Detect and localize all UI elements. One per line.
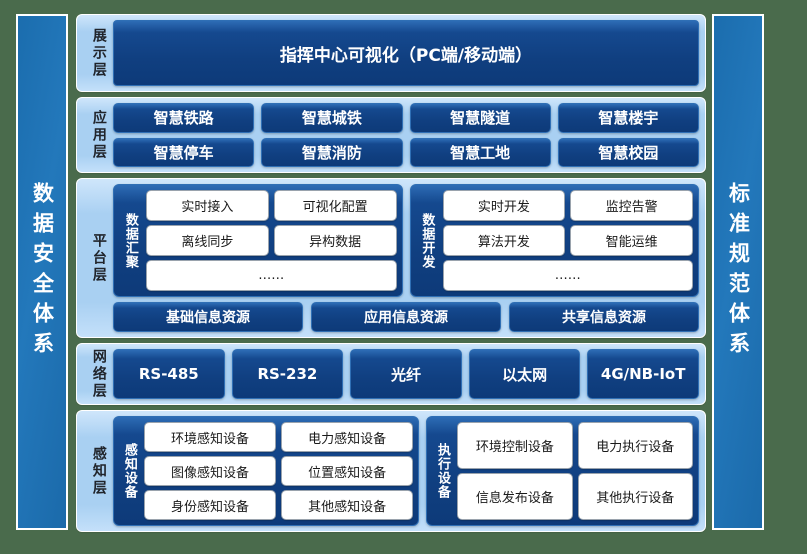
network-item-rs232[interactable]: RS-232 bbox=[231, 349, 344, 399]
development-item-monitoring-alarm[interactable]: 监控告警 bbox=[570, 190, 693, 221]
aggregation-item-realtime-access[interactable]: 实时接入 bbox=[146, 190, 269, 221]
layer-presentation-body: 指挥中心可视化（PC端/移动端） bbox=[113, 20, 699, 86]
app-item-smart-metro[interactable]: 智慧城铁 bbox=[261, 103, 403, 133]
platform-group-development-title: 数据开发 bbox=[419, 212, 435, 269]
resource-item-shared-information[interactable]: 共享信息资源 bbox=[509, 302, 699, 332]
layer-presentation: 展示层 指挥中心可视化（PC端/移动端） bbox=[76, 14, 706, 92]
sensing-row-1: 环境感知设备 电力感知设备 bbox=[144, 422, 414, 452]
actuating-row-2: 信息发布设备 其他执行设备 bbox=[457, 473, 693, 520]
actuating-item-environment-control[interactable]: 环境控制设备 bbox=[457, 422, 573, 469]
perception-group-sensing-devices: 感知设备 环境感知设备 电力感知设备 图像感知设备 位置感知设备 bbox=[113, 416, 420, 526]
layer-perception: 感知层 感知设备 环境感知设备 电力感知设备 bbox=[76, 410, 706, 532]
sensing-row-2: 图像感知设备 位置感知设备 bbox=[144, 456, 414, 486]
aggregation-row-1: 实时接入 可视化配置 bbox=[146, 190, 397, 221]
layer-application-body: 智慧铁路 智慧城铁 智慧隧道 智慧楼宇 智慧停车 智慧消防 智慧工地 智慧校园 bbox=[113, 103, 699, 167]
sensing-item-environment[interactable]: 环境感知设备 bbox=[144, 422, 277, 452]
platform-groups: 数据汇聚 实时接入 可视化配置 离线同步 异构数据 bbox=[113, 184, 699, 297]
platform-group-data-development: 数据开发 实时开发 监控告警 算法开发 智能运维 bbox=[409, 184, 699, 297]
app-item-smart-railway[interactable]: 智慧铁路 bbox=[113, 103, 255, 133]
layer-network: 网络层 RS-485 RS-232 光纤 以太网 4G/NB-IoT bbox=[76, 343, 706, 405]
layer-application: 应用层 智慧铁路 智慧城铁 智慧隧道 智慧楼宇 智慧停车 智慧消防 智慧工地 智… bbox=[76, 97, 706, 173]
resource-item-application-information[interactable]: 应用信息资源 bbox=[311, 302, 501, 332]
actuating-row-1: 环境控制设备 电力执行设备 bbox=[457, 422, 693, 469]
sensing-item-identity[interactable]: 身份感知设备 bbox=[144, 490, 277, 520]
layer-platform-body: 数据汇聚 实时接入 可视化配置 离线同步 异构数据 bbox=[113, 184, 699, 332]
presentation-command-center-box[interactable]: 指挥中心可视化（PC端/移动端） bbox=[113, 20, 699, 86]
development-item-intelligent-ops[interactable]: 智能运维 bbox=[570, 225, 693, 256]
layer-perception-label: 感知层 bbox=[90, 445, 107, 497]
pillar-left-label: 数据安全体系 bbox=[30, 182, 55, 362]
layer-application-label: 应用层 bbox=[90, 109, 107, 161]
layer-network-body: RS-485 RS-232 光纤 以太网 4G/NB-IoT bbox=[113, 349, 699, 399]
application-row-2: 智慧停车 智慧消防 智慧工地 智慧校园 bbox=[113, 137, 699, 167]
network-item-4g-nbiot[interactable]: 4G/NB-IoT bbox=[587, 349, 699, 399]
pillar-right-label: 标准规范体系 bbox=[726, 182, 751, 362]
actuating-item-other[interactable]: 其他执行设备 bbox=[577, 473, 693, 520]
platform-aggregation-grid: 实时接入 可视化配置 离线同步 异构数据 …… bbox=[146, 190, 397, 291]
app-item-smart-campus[interactable]: 智慧校园 bbox=[557, 137, 699, 167]
network-item-ethernet[interactable]: 以太网 bbox=[468, 349, 581, 399]
perception-group-actuating-devices: 执行设备 环境控制设备 电力执行设备 信息发布设备 其他执行设备 bbox=[426, 416, 699, 526]
development-item-algorithm-development[interactable]: 算法开发 bbox=[442, 225, 566, 256]
app-item-smart-parking[interactable]: 智慧停车 bbox=[113, 137, 255, 167]
sensing-item-power[interactable]: 电力感知设备 bbox=[281, 422, 414, 452]
actuating-item-information-release[interactable]: 信息发布设备 bbox=[457, 473, 573, 520]
development-row-1: 实时开发 监控告警 bbox=[442, 190, 693, 221]
network-item-fiber[interactable]: 光纤 bbox=[350, 349, 462, 399]
pillar-data-security: 数据安全体系 bbox=[16, 14, 68, 530]
development-item-ellipsis[interactable]: …… bbox=[442, 260, 693, 291]
resource-item-basic-information[interactable]: 基础信息资源 bbox=[113, 302, 303, 332]
platform-group-aggregation-title: 数据汇聚 bbox=[122, 212, 138, 269]
app-item-smart-tunnel[interactable]: 智慧隧道 bbox=[409, 103, 551, 133]
aggregation-item-offline-sync[interactable]: 离线同步 bbox=[146, 225, 269, 256]
perception-sensing-title: 感知设备 bbox=[121, 443, 137, 499]
development-item-realtime-development[interactable]: 实时开发 bbox=[442, 190, 566, 221]
layer-perception-body: 感知设备 环境感知设备 电力感知设备 图像感知设备 位置感知设备 bbox=[113, 416, 699, 526]
development-row-3: …… bbox=[442, 260, 693, 291]
app-item-smart-construction-site[interactable]: 智慧工地 bbox=[409, 137, 551, 167]
aggregation-row-2: 离线同步 异构数据 bbox=[146, 225, 397, 256]
layer-platform-label: 平台层 bbox=[90, 232, 107, 284]
platform-group-data-aggregation: 数据汇聚 实时接入 可视化配置 离线同步 异构数据 bbox=[113, 184, 403, 297]
perception-actuating-title: 执行设备 bbox=[434, 443, 450, 499]
app-item-smart-building[interactable]: 智慧楼宇 bbox=[557, 103, 699, 133]
perception-actuating-grid: 环境控制设备 电力执行设备 信息发布设备 其他执行设备 bbox=[457, 422, 693, 520]
sensing-item-position[interactable]: 位置感知设备 bbox=[281, 456, 414, 486]
platform-development-grid: 实时开发 监控告警 算法开发 智能运维 …… bbox=[442, 190, 693, 291]
sensing-item-image[interactable]: 图像感知设备 bbox=[144, 456, 277, 486]
aggregation-item-ellipsis[interactable]: …… bbox=[146, 260, 397, 291]
network-item-rs485[interactable]: RS-485 bbox=[113, 349, 225, 399]
network-items-row: RS-485 RS-232 光纤 以太网 4G/NB-IoT bbox=[113, 349, 699, 399]
development-row-2: 算法开发 智能运维 bbox=[442, 225, 693, 256]
aggregation-item-heterogeneous-data[interactable]: 异构数据 bbox=[273, 225, 397, 256]
layer-stack: 展示层 指挥中心可视化（PC端/移动端） 应用层 智慧铁路 智慧城铁 智慧隧道 … bbox=[76, 14, 706, 532]
platform-resource-row: 基础信息资源 应用信息资源 共享信息资源 bbox=[113, 302, 699, 332]
application-row-1: 智慧铁路 智慧城铁 智慧隧道 智慧楼宇 bbox=[113, 103, 699, 133]
actuating-item-power-execution[interactable]: 电力执行设备 bbox=[577, 422, 693, 469]
perception-groups: 感知设备 环境感知设备 电力感知设备 图像感知设备 位置感知设备 bbox=[113, 416, 699, 526]
perception-sensing-grid: 环境感知设备 电力感知设备 图像感知设备 位置感知设备 身份感知设备 其他感知设… bbox=[144, 422, 414, 520]
pillar-standards: 标准规范体系 bbox=[712, 14, 764, 530]
sensing-row-3: 身份感知设备 其他感知设备 bbox=[144, 490, 414, 520]
layer-network-label: 网络层 bbox=[90, 348, 107, 400]
aggregation-item-visual-config[interactable]: 可视化配置 bbox=[273, 190, 397, 221]
app-item-smart-firefighting[interactable]: 智慧消防 bbox=[261, 137, 403, 167]
layer-presentation-label: 展示层 bbox=[90, 27, 107, 79]
aggregation-row-3: …… bbox=[146, 260, 397, 291]
layer-platform: 平台层 数据汇聚 实时接入 可视化配置 bbox=[76, 178, 706, 338]
sensing-item-other[interactable]: 其他感知设备 bbox=[281, 490, 414, 520]
